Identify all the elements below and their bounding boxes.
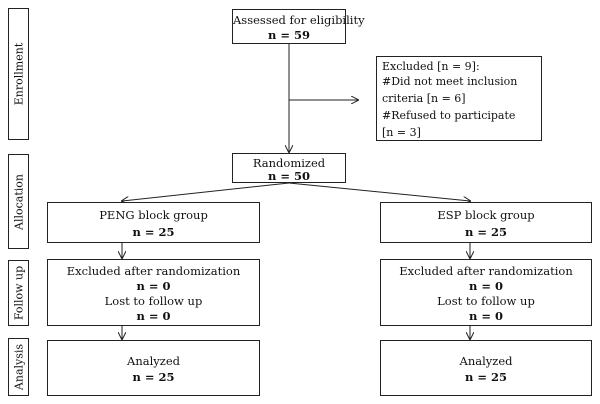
peng-group-title: PENG block group — [99, 208, 208, 222]
esp-followup-n2: n = 0 — [468, 309, 503, 323]
randomized-title: Randomized — [252, 156, 326, 170]
peng-analysis-box: Analyzed n = 25 — [47, 340, 260, 396]
assessed-n: n = 59 — [267, 28, 310, 42]
esp-analysis-n: n = 25 — [464, 370, 507, 384]
peng-group-n: n = 25 — [132, 225, 175, 239]
excluded-box: Excluded [n = 9]: #Did not meet inclusio… — [376, 56, 542, 141]
arrow-randomized-to-peng — [122, 182, 290, 201]
esp-followup-n1: n = 0 — [468, 279, 503, 293]
peng-followup-box: Excluded after randomization n = 0 Lost … — [47, 259, 260, 326]
peng-analysis-n: n = 25 — [132, 370, 175, 384]
esp-followup-title: Excluded after randomization — [399, 264, 573, 278]
excluded-line-4: #Refused to participate — [382, 109, 516, 122]
arrow-randomized-to-esp — [288, 182, 470, 201]
assessed-box: Assessed for eligibility n = 59 — [232, 9, 365, 44]
assessed-title: Assessed for eligibility — [233, 13, 365, 27]
excluded-line-3: criteria [n = 6] — [382, 92, 466, 105]
excluded-line-1: Excluded [n = 9]: — [382, 60, 480, 73]
esp-analysis-box: Analyzed n = 25 — [380, 340, 592, 396]
randomized-n: n = 50 — [267, 169, 310, 183]
esp-group-n: n = 25 — [464, 225, 507, 239]
esp-analysis-title: Analyzed — [459, 354, 513, 368]
stage-analysis: Analysis — [8, 338, 29, 396]
peng-followup-n2: n = 0 — [136, 309, 171, 323]
stage-enrollment: Enrollment — [8, 8, 29, 140]
excluded-line-2: #Did not meet inclusion — [382, 75, 518, 88]
stage-allocation: Allocation — [8, 154, 29, 249]
esp-group-box: ESP block group n = 25 — [380, 202, 592, 243]
stage-follow-up: Follow up — [8, 260, 29, 326]
peng-followup-title: Excluded after randomization — [66, 264, 241, 278]
peng-followup-lost: Lost to follow up — [104, 294, 203, 308]
peng-group-box: PENG block group n = 25 — [47, 202, 260, 243]
randomized-box: Randomized n = 50 — [232, 153, 346, 183]
esp-followup-lost: Lost to follow up — [437, 294, 535, 308]
peng-followup-n1: n = 0 — [136, 279, 171, 293]
excluded-line-5: [n = 3] — [382, 126, 421, 139]
esp-followup-box: Excluded after randomization n = 0 Lost … — [380, 259, 592, 326]
peng-analysis-title: Analyzed — [127, 354, 180, 368]
esp-group-title: ESP block group — [437, 208, 535, 222]
